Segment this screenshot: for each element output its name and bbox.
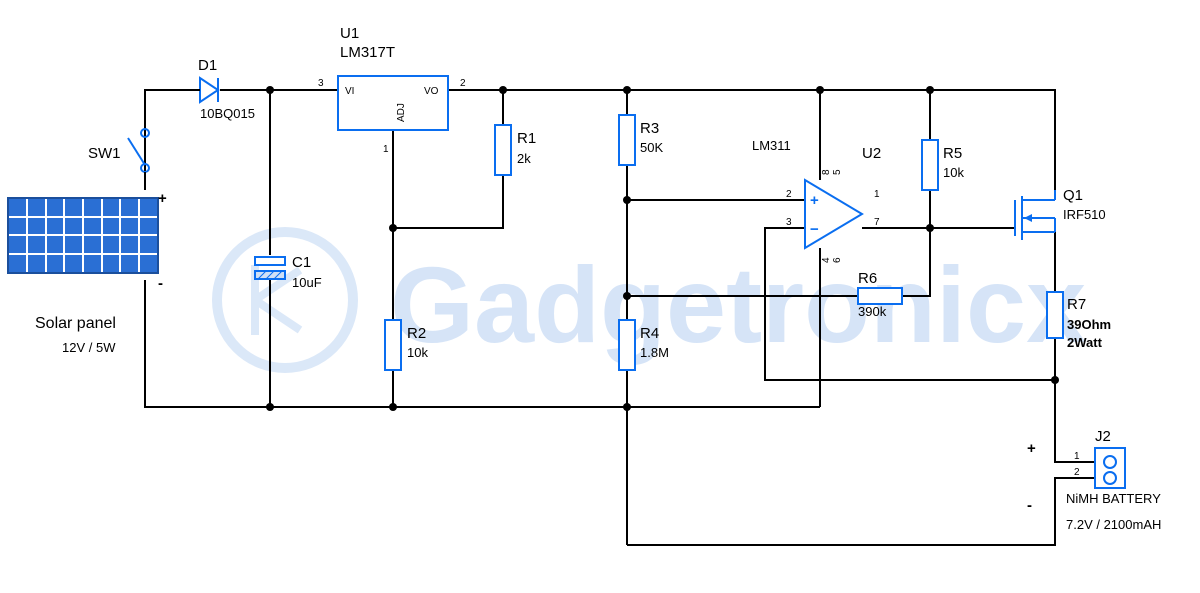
- r3-label: R3: [640, 120, 659, 137]
- sw1-label: SW1: [88, 145, 121, 162]
- r6-label: R6: [858, 270, 877, 287]
- junction-dots: [266, 86, 1059, 411]
- r5-value: 10k: [943, 165, 964, 180]
- d1-value: 10BQ015: [200, 106, 255, 121]
- r3-resistor-symbol: [618, 114, 636, 166]
- j2-pin1: 1: [1074, 451, 1080, 462]
- u2-pin7: 7: [874, 217, 880, 228]
- r4-resistor-symbol: [618, 319, 636, 371]
- j2-label: J2: [1095, 428, 1111, 445]
- solar-panel-rating: 12V / 5W: [62, 340, 116, 355]
- wires: [144, 89, 1095, 546]
- u2-comparator-symbol: [804, 178, 864, 250]
- solar-plus-label: +: [158, 190, 167, 207]
- q1-value: IRF510: [1063, 207, 1106, 222]
- r7-power: 2Watt: [1067, 335, 1103, 350]
- u1-pin1: 1: [383, 144, 389, 155]
- u1-pin2: 2: [460, 78, 466, 89]
- j2-connector-symbol: [1094, 447, 1126, 489]
- u2-pin1: 1: [874, 189, 880, 200]
- u1-value: LM317T: [340, 44, 395, 61]
- r1-label: R1: [517, 130, 536, 147]
- q1-mosfet-symbol: [985, 190, 1056, 240]
- u2-pin8: 8: [821, 169, 832, 175]
- r7-value: 39Ohm: [1067, 317, 1111, 332]
- u2-minus-sign: −: [810, 221, 819, 238]
- u2-pin6: 6: [832, 257, 843, 263]
- solar-minus-label: -: [158, 275, 163, 292]
- u1-pin-vi: VI: [345, 86, 354, 97]
- r2-resistor-symbol: [384, 319, 402, 371]
- u2-pin4: 4: [821, 257, 832, 263]
- r3-value: 50K: [640, 140, 663, 155]
- u1-pin-vo: VO: [424, 86, 439, 97]
- battery-minus-label: -: [1027, 497, 1032, 514]
- battery-name: NiMH BATTERY: [1066, 491, 1161, 506]
- r7-resistor-symbol: [1046, 291, 1064, 339]
- r2-value: 10k: [407, 345, 428, 360]
- r1-value: 2k: [517, 151, 531, 166]
- u2-value: LM311: [752, 138, 791, 153]
- j2-pin2: 2: [1074, 467, 1080, 478]
- sw1-switch-symbol: [127, 90, 150, 190]
- r7-label: R7: [1067, 296, 1086, 313]
- r6-resistor-symbol: [857, 287, 903, 305]
- r5-label: R5: [943, 145, 962, 162]
- u2-plus-sign: +: [810, 192, 819, 209]
- r6-value: 390k: [858, 304, 887, 319]
- watermark-text: Gadgetronicx: [390, 244, 1086, 365]
- c1-value: 10uF: [292, 275, 322, 290]
- u1-regulator-symbol: [337, 75, 449, 131]
- r4-label: R4: [640, 325, 659, 342]
- c1-label: C1: [292, 254, 311, 271]
- q1-label: Q1: [1063, 187, 1083, 204]
- u2-label: U2: [862, 145, 881, 162]
- r1-resistor-symbol: [494, 124, 512, 176]
- u2-pin5: 5: [832, 169, 843, 175]
- r5-resistor-symbol: [921, 139, 939, 191]
- d1-diode-symbol: [185, 76, 220, 104]
- d1-label: D1: [198, 57, 217, 74]
- watermark-logo: [212, 227, 358, 373]
- battery-rating: 7.2V / 2100mAH: [1066, 517, 1161, 532]
- solar-panel-label: Solar panel: [35, 315, 116, 332]
- c1-capacitor-symbol: [254, 256, 286, 280]
- u1-pin-adj: ADJ: [396, 103, 407, 122]
- r4-value: 1.8M: [640, 345, 669, 360]
- solar-panel-icon: [7, 197, 159, 274]
- u1-pin3: 3: [318, 78, 324, 89]
- r2-label: R2: [407, 325, 426, 342]
- u1-label: U1: [340, 25, 359, 42]
- u2-pin3: 3: [786, 217, 792, 228]
- u2-pin2: 2: [786, 189, 792, 200]
- battery-plus-label: +: [1027, 440, 1036, 457]
